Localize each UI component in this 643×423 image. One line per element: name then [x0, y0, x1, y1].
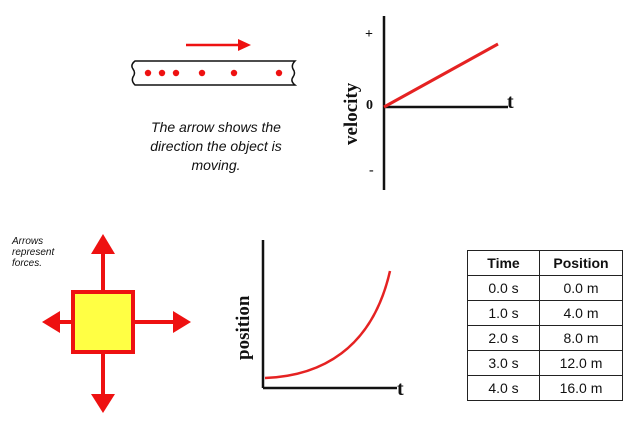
velocity-graph	[382, 16, 508, 190]
velocity-time-label: t	[507, 91, 514, 113]
position-axis-label: position	[233, 295, 254, 360]
position-graph	[261, 240, 397, 390]
position-time-label: t	[397, 378, 404, 400]
table-header-row: Time Position	[467, 250, 623, 276]
motion-diagram	[131, 39, 298, 86]
table-row: 4.0 s 16.0 m	[467, 375, 623, 401]
force-arrow-left-head	[42, 311, 60, 333]
force-diagram	[42, 234, 191, 413]
table-cell-time: 4.0 s	[467, 375, 540, 401]
motion-track	[131, 60, 298, 86]
position-curve	[264, 270, 392, 380]
object-box	[71, 290, 135, 354]
motion-dot	[144, 69, 152, 77]
table-cell-time: 2.0 s	[467, 325, 540, 351]
table-header-time: Time	[467, 250, 540, 276]
table-cell-position: 16.0 m	[539, 375, 623, 401]
forces-note: Arrows represent forces.	[12, 236, 55, 269]
motion-dots	[144, 69, 283, 77]
motion-dot	[172, 69, 180, 77]
table-row: 1.0 s 4.0 m	[467, 300, 623, 326]
force-arrow-down-head	[91, 394, 115, 413]
table-cell-time: 0.0 s	[467, 275, 540, 301]
table-row: 3.0 s 12.0 m	[467, 350, 623, 376]
velocity-axis-label: velocity	[341, 82, 362, 145]
table-cell-position: 8.0 m	[539, 325, 623, 351]
table-cell-time: 1.0 s	[467, 300, 540, 326]
motion-dot	[275, 69, 283, 77]
motion-caption: The arrow shows the direction the object…	[150, 119, 282, 173]
motion-dot	[198, 69, 206, 77]
velocity-line	[383, 42, 499, 109]
table-cell-time: 3.0 s	[467, 350, 540, 376]
velocity-plus-tick: +	[365, 27, 373, 42]
motion-dot	[158, 69, 166, 77]
velocity-minus-tick: -	[369, 163, 374, 178]
table-cell-position: 4.0 m	[539, 300, 623, 326]
table-row: 0.0 s 0.0 m	[467, 275, 623, 301]
force-arrow-up-head	[91, 234, 115, 254]
direction-arrow-head	[238, 39, 251, 51]
table-cell-position: 0.0 m	[539, 275, 623, 301]
velocity-zero-tick: 0	[366, 98, 373, 113]
motion-dot	[230, 69, 238, 77]
position-table: Time Position 0.0 s 0.0 m 1.0 s 4.0 m 2.…	[467, 250, 623, 401]
force-arrow-right-head	[173, 311, 191, 333]
table-row: 2.0 s 8.0 m	[467, 325, 623, 351]
table-cell-position: 12.0 m	[539, 350, 623, 376]
table-header-position: Position	[539, 250, 623, 276]
